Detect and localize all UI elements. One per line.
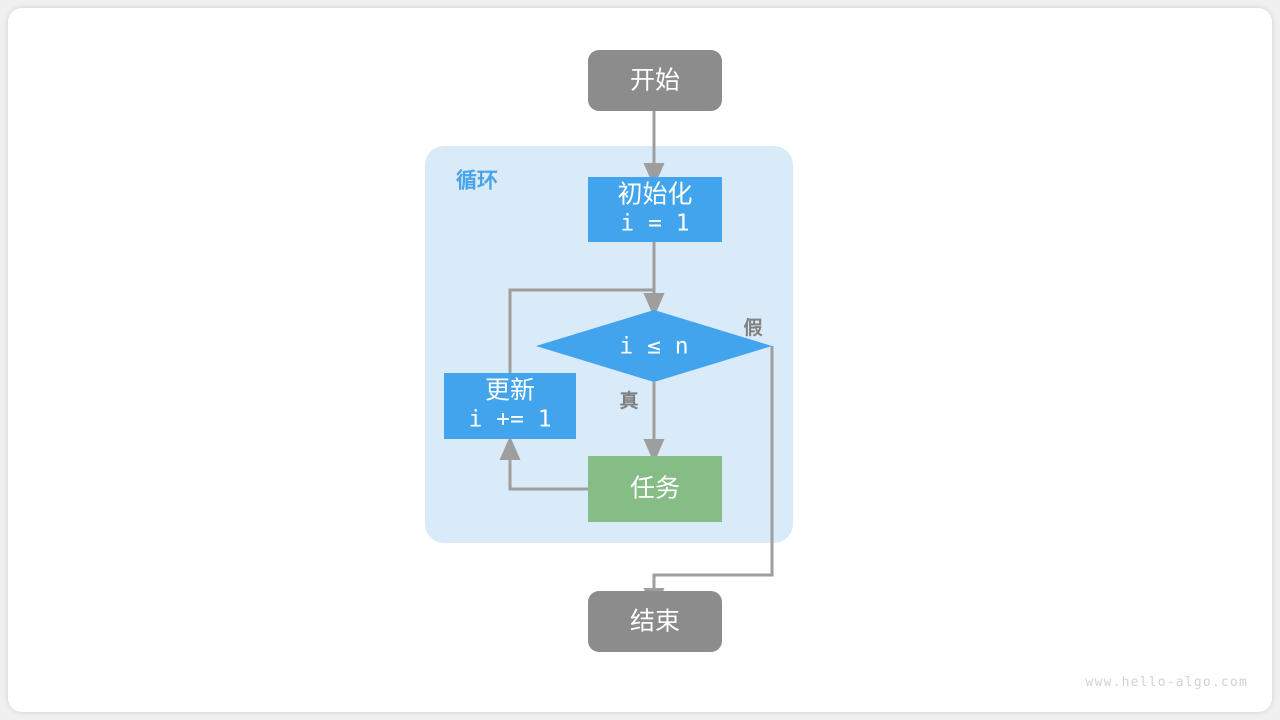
flowchart-canvas: 循环 真 假 开始 初始化 i = 1	[425, 50, 793, 652]
diagram-card: 循环 真 假 开始 初始化 i = 1	[8, 8, 1272, 712]
node-start-shape	[588, 50, 722, 111]
node-end-shape	[588, 591, 722, 652]
node-init-label-line1: 初始化	[617, 181, 692, 209]
node-update[interactable]: 更新 i += 1	[444, 373, 576, 439]
node-end[interactable]: 结束	[588, 591, 722, 652]
edge-update-to-condition	[508, 288, 665, 373]
edge-task-to-update	[499, 436, 588, 491]
node-init-shape	[588, 177, 722, 242]
node-task-shape	[588, 456, 722, 522]
node-init-label-line2: i = 1	[620, 211, 689, 237]
loop-group-label: 循环	[456, 169, 498, 193]
node-init[interactable]: 初始化 i = 1	[588, 177, 722, 242]
node-update-label-line2: i += 1	[468, 407, 551, 433]
node-update-shape	[444, 373, 576, 439]
watermark-text: www.hello-algo.com	[1085, 675, 1248, 690]
node-condition[interactable]: i ≤ n	[536, 310, 772, 382]
node-condition-label: i ≤ n	[619, 334, 688, 360]
node-task-label: 任务	[630, 475, 680, 503]
node-condition-shape	[536, 310, 772, 382]
node-update-label-line1: 更新	[485, 377, 535, 405]
edge-condition-false-to-end	[643, 346, 774, 612]
edge-label-true: 真	[619, 389, 638, 412]
edge-label-false: 假	[743, 316, 762, 339]
node-task[interactable]: 任务	[588, 456, 722, 522]
node-start-label: 开始	[630, 67, 680, 95]
node-start[interactable]: 开始	[588, 50, 722, 111]
node-end-label: 结束	[630, 608, 680, 636]
